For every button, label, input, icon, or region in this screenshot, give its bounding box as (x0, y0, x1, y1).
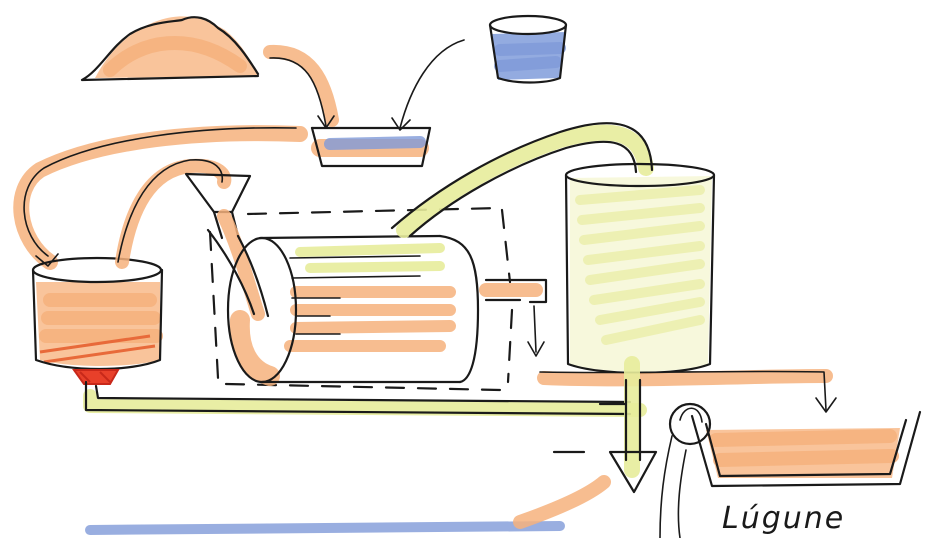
funnel (186, 174, 268, 316)
drum-outlet (486, 280, 546, 356)
bucket-to-tray-arrow (392, 40, 464, 130)
mixing-tray (312, 128, 430, 166)
tray-to-tank-flow (21, 128, 300, 266)
water-band (90, 482, 604, 530)
pump-handle (660, 404, 710, 538)
water-bucket (490, 16, 566, 83)
lagoon: Lúgune (692, 412, 920, 536)
lagoon-label: Lúgune (722, 501, 845, 536)
storage-tank (566, 164, 714, 373)
feed-tank (33, 258, 162, 384)
heap-to-tray-flow (270, 52, 334, 128)
material-heap (82, 16, 258, 80)
